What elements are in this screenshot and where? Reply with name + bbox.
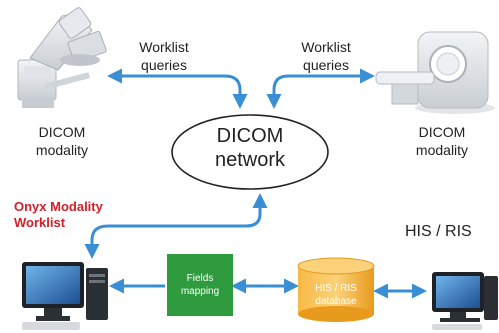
arrow-right-query (266, 68, 375, 109)
xray-modality-icon (17, 7, 107, 108)
arrow-network-onyx (84, 193, 268, 259)
fields-mapping-box (167, 254, 233, 316)
his-ris-computer-icon (432, 272, 498, 330)
onyx-worklist-label: Onyx Modality Worklist (14, 199, 103, 230)
his-ris-label: HIS / RIS (405, 223, 472, 240)
dicom-modality-left-label: DICOM modality (35, 124, 89, 158)
onyx-workstation-icon (22, 262, 108, 330)
dicom-network-node (171, 114, 329, 190)
his-ris-database-label: HIS / RIS database (315, 283, 357, 307)
ct-scanner-icon (375, 31, 495, 114)
arrow-left-query (107, 68, 248, 109)
worklist-queries-right-label: Worklist queries (301, 39, 351, 73)
fields-mapping-label: Fields mapping (180, 273, 220, 297)
his-ris-database-icon (297, 257, 375, 322)
worklist-queries-left-label: Worklist queries (139, 39, 189, 73)
dicom-modality-right-label: DICOM modality (415, 124, 469, 158)
dicom-network-label: DICOM network (214, 125, 286, 171)
